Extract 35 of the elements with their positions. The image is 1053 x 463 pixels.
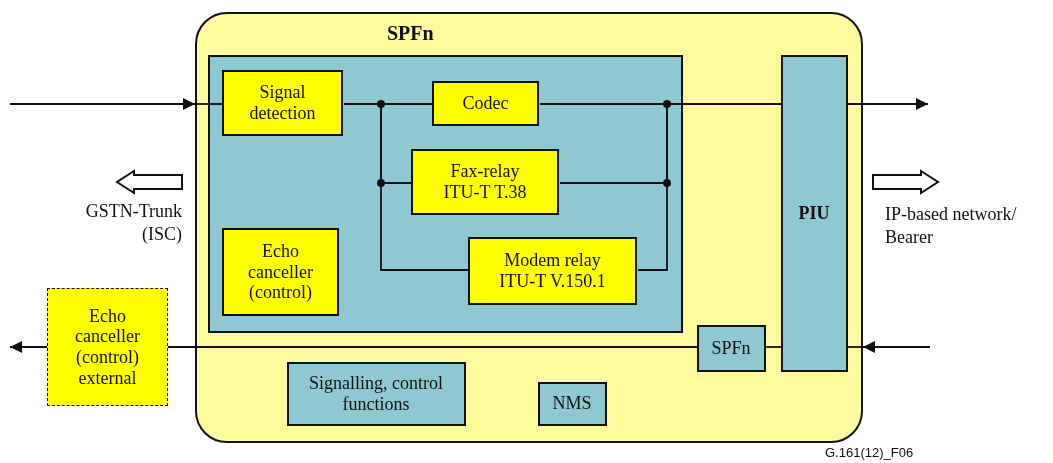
node-label: Echo canceller (control) external: [74, 305, 141, 389]
connector: [9, 98, 196, 110]
port-label: IP-based network/ Bearer: [885, 203, 1018, 248]
connector: [9, 341, 48, 353]
node-label: Signalling, control functions: [308, 372, 444, 415]
connector: [847, 346, 864, 348]
port-label: GSTN-Trunk (ISC): [84, 200, 182, 245]
node-label: SPFn: [710, 337, 752, 359]
node-label: Fax-relay ITU-T T.38: [442, 161, 528, 203]
process-box: [222, 70, 343, 136]
group-box: [207, 54, 683, 333]
connector: [194, 103, 224, 105]
connector: [862, 341, 931, 353]
process-box: [286, 361, 466, 426]
connector: [343, 103, 470, 271]
external-box: [47, 288, 168, 406]
process-box: [411, 149, 559, 215]
node-label: Signal detection: [248, 82, 317, 124]
node-label: PIU: [797, 202, 831, 224]
connector: [847, 98, 929, 110]
process-box: [222, 228, 339, 316]
process-box: [468, 237, 637, 305]
node-label: Codec: [461, 93, 510, 114]
connector: [167, 346, 698, 348]
container-box: [195, 12, 863, 443]
container-title: SPFn: [387, 22, 434, 45]
figure-id: G.161(12)_F06: [825, 445, 915, 462]
node-label: Echo canceller (control): [247, 240, 314, 304]
node-label: Modem relay ITU-T V.150.1: [498, 250, 607, 292]
node-label: NMS: [551, 393, 593, 414]
connector: [765, 346, 782, 348]
process-box: [537, 381, 607, 426]
interface-bar: [780, 54, 848, 372]
process-box: [432, 81, 539, 126]
process-box: [696, 324, 766, 372]
